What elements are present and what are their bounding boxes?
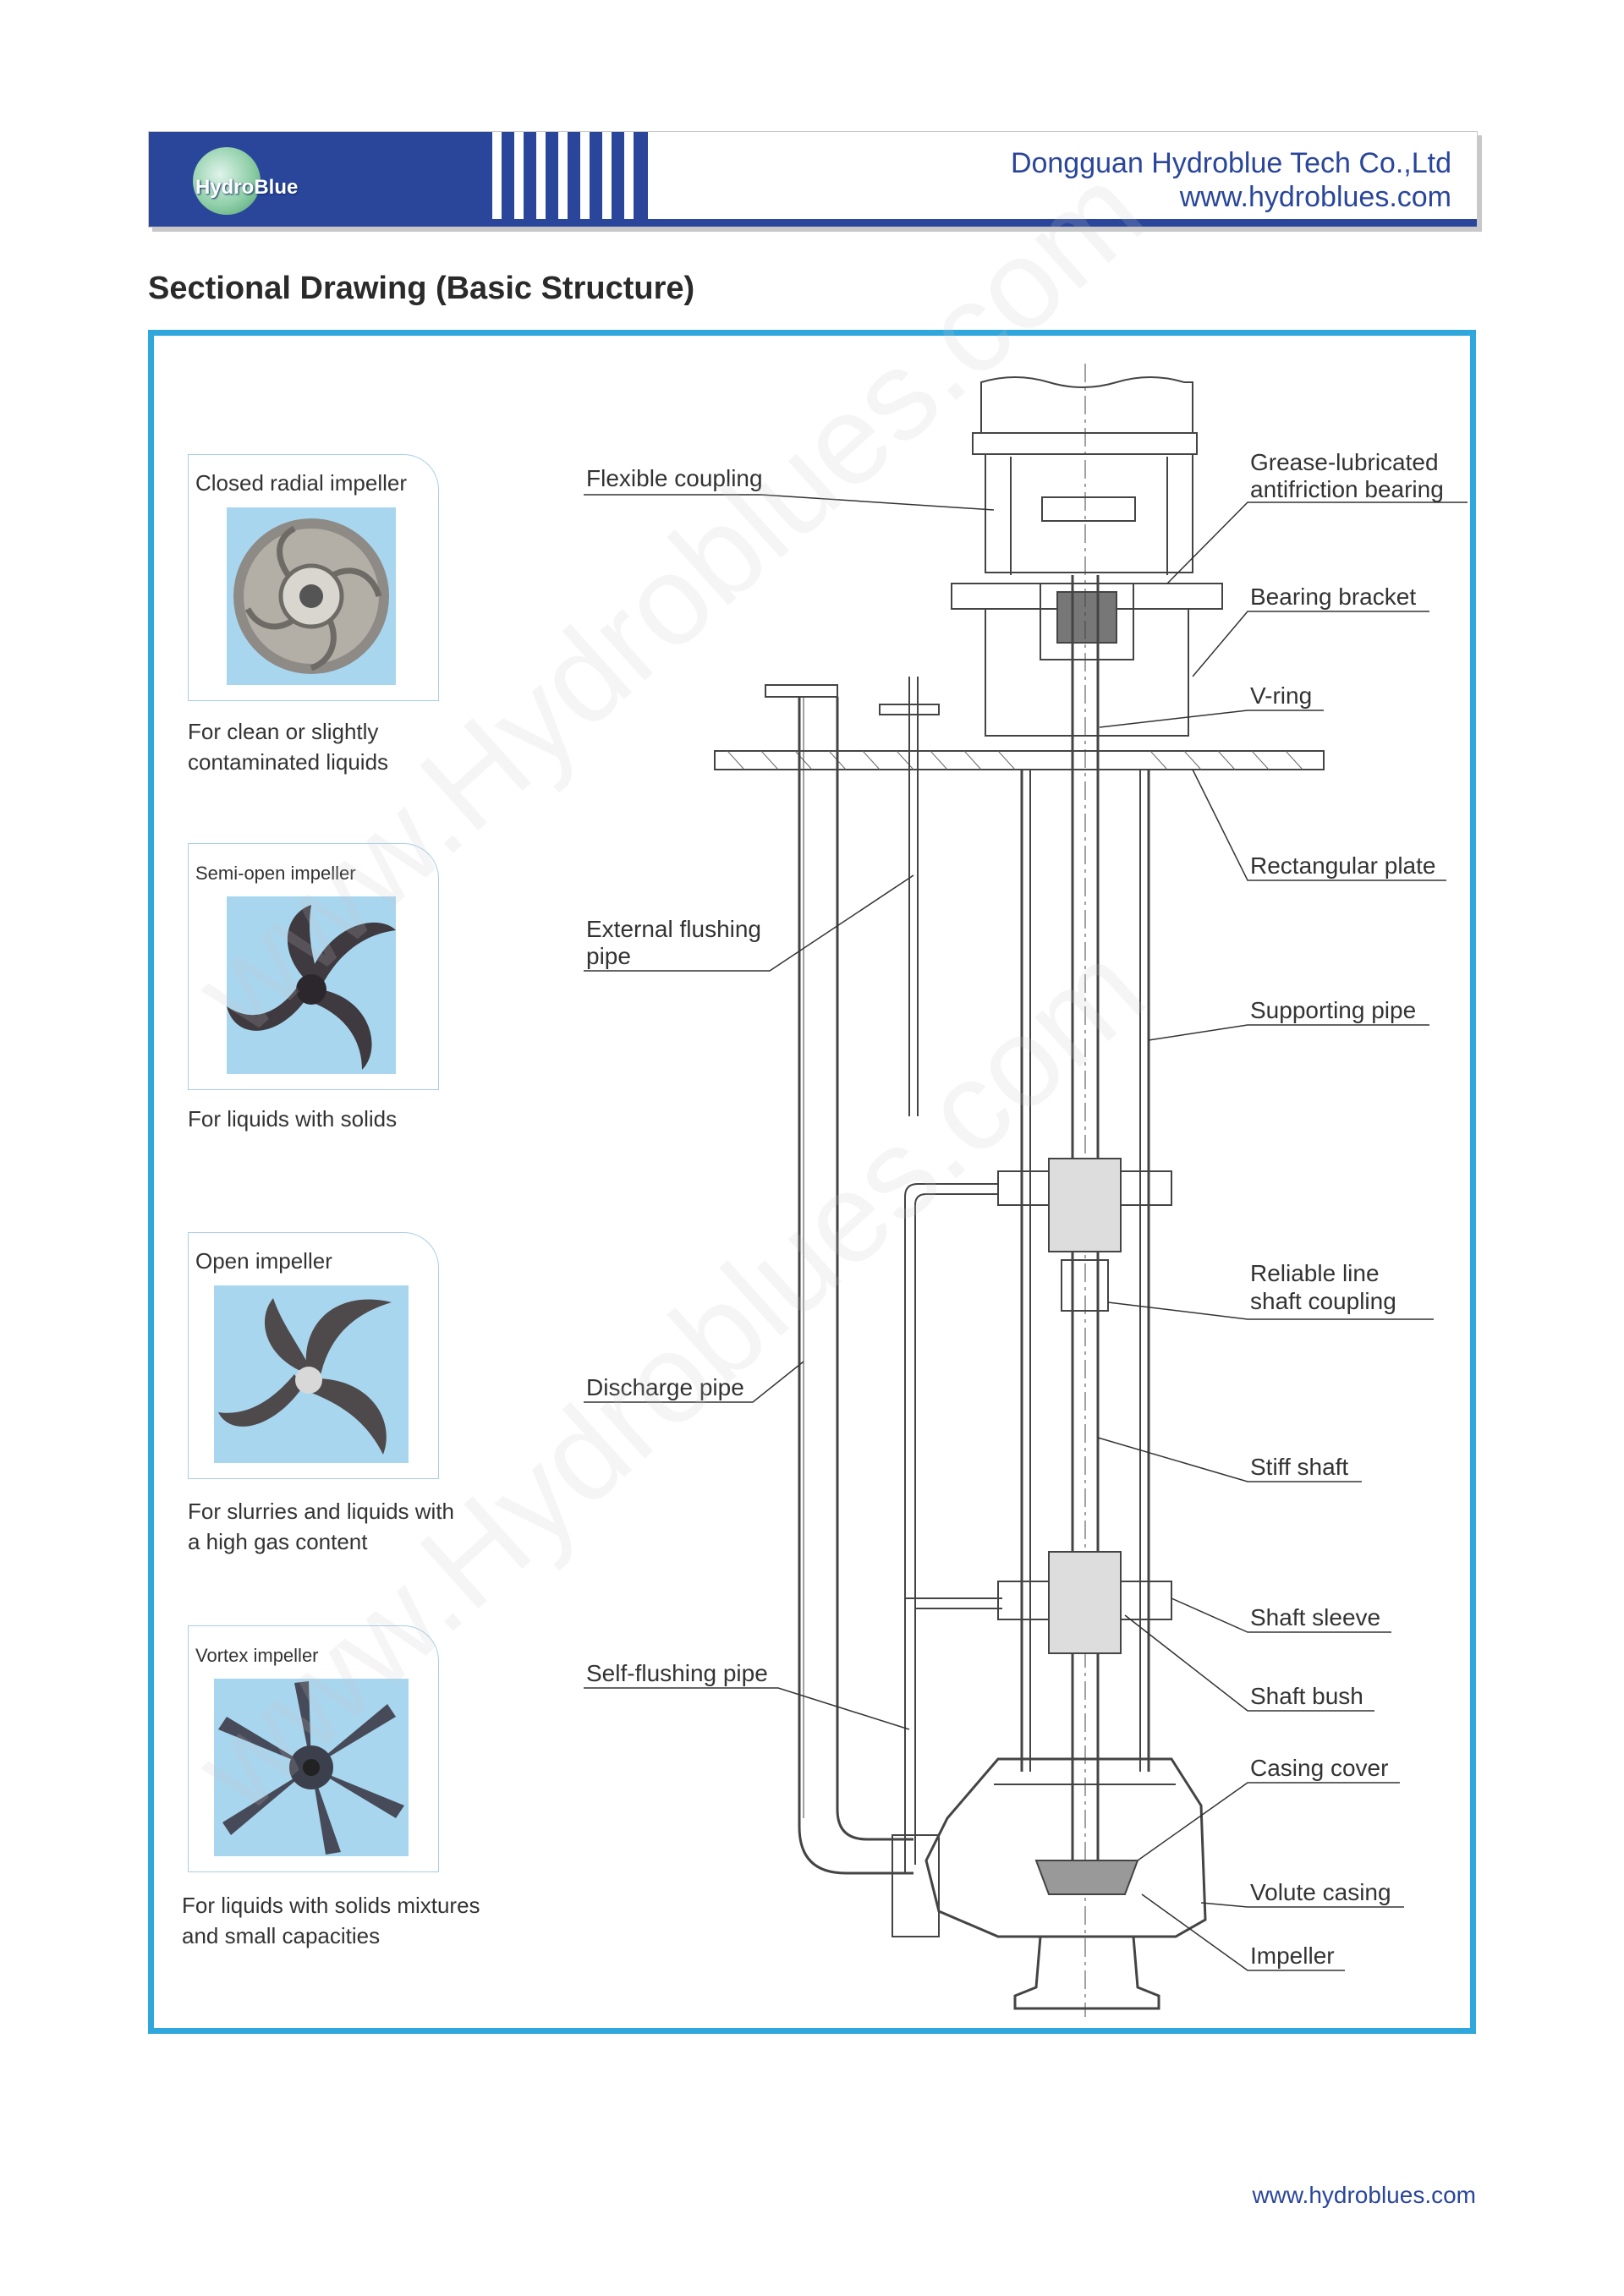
- callout-flexible-coupling: Flexible coupling: [586, 465, 763, 491]
- callout-line-shaft-1: Reliable line: [1250, 1260, 1380, 1286]
- impeller-card-vortex: Vortex impeller: [188, 1625, 439, 1872]
- header-bottom-bar: [149, 219, 1477, 227]
- rectangular-plate: [714, 750, 1325, 770]
- logo-globe-icon: [193, 147, 261, 215]
- impeller-card-open: Open impeller: [188, 1232, 439, 1479]
- impeller-label: Semi-open impeller: [195, 863, 356, 884]
- impeller-label: Open impeller: [195, 1248, 332, 1274]
- callout-discharge-pipe: Discharge pipe: [586, 1374, 744, 1400]
- callout-v-ring: V-ring: [1250, 682, 1312, 709]
- callout-supporting-pipe: Supporting pipe: [1250, 997, 1416, 1023]
- desc-line: and small capacities: [182, 1923, 381, 1948]
- desc-line: a high gas content: [188, 1529, 368, 1554]
- logo-text: HydroBlue: [195, 176, 299, 199]
- discharge-flange: [892, 1834, 940, 1937]
- callout-bearing-bracket: Bearing bracket: [1250, 584, 1416, 610]
- callout-stiff-shaft: Stiff shaft: [1250, 1454, 1348, 1480]
- impeller-desc-open: For slurries and liquids with a high gas…: [188, 1496, 454, 1557]
- callout-volute-casing: Volute casing: [1250, 1879, 1391, 1905]
- coupling-housing: [985, 453, 1193, 573]
- impeller-label: Vortex impeller: [195, 1645, 319, 1666]
- semi-open-impeller-photo: [227, 896, 396, 1074]
- open-impeller-photo: [214, 1285, 409, 1463]
- section-title: Sectional Drawing (Basic Structure): [148, 271, 695, 306]
- header-banner: HydroBlue Dongguan Hydroblue Tech Co.,Lt…: [148, 131, 1478, 227]
- volute-casing-shape: [924, 1757, 1207, 1938]
- company-url[interactable]: www.hydroblues.com: [1179, 181, 1451, 213]
- impeller-card-closed: Closed radial impeller: [188, 454, 439, 701]
- callout-external-flushing-1: External flushing: [586, 916, 761, 942]
- impeller-desc-vortex: For liquids with solids mixtures and sma…: [182, 1890, 480, 1951]
- flexible-coupling-shape: [1041, 496, 1136, 522]
- callout-self-flushing: Self-flushing pipe: [586, 1660, 768, 1686]
- impeller-desc-closed: For clean or slightly contaminated liqui…: [188, 716, 388, 777]
- desc-line: For liquids with solids: [188, 1106, 398, 1132]
- callout-rectangular-plate: Rectangular plate: [1250, 852, 1435, 879]
- desc-line: For liquids with solids mixtures: [182, 1893, 480, 1918]
- drawing-frame: Closed radial impeller For clean or slig…: [148, 330, 1476, 2034]
- suction-nozzle: [1013, 1936, 1160, 2010]
- company-name: Dongguan Hydroblue Tech Co.,Ltd: [1010, 147, 1451, 179]
- impeller-label: Closed radial impeller: [195, 470, 407, 496]
- desc-line: For clean or slightly: [188, 719, 379, 744]
- callout-impeller: Impeller: [1250, 1943, 1335, 1969]
- header-logo-panel: HydroBlue: [149, 132, 648, 225]
- impeller-shape: [1034, 1860, 1139, 1895]
- impeller-card-semi-open: Semi-open impeller: [188, 843, 439, 1090]
- impeller-desc-semi-open: For liquids with solids: [188, 1104, 397, 1134]
- callout-grease-bearing-2: antifriction bearing: [1250, 476, 1444, 502]
- callout-grease-bearing-1: Grease-lubricated: [1250, 449, 1439, 475]
- callout-shaft-sleeve: Shaft sleeve: [1250, 1604, 1380, 1630]
- closed-impeller-photo: [227, 507, 396, 685]
- bearing-housing: [1040, 583, 1134, 660]
- callout-line-shaft-2: shaft coupling: [1250, 1288, 1396, 1314]
- desc-line: contaminated liquids: [188, 749, 389, 775]
- vortex-impeller-photo: [214, 1679, 409, 1856]
- line-shaft-coupling-shape: [1061, 1259, 1109, 1312]
- footer-url[interactable]: www.hydroblues.com: [1252, 2182, 1476, 2208]
- stripes-decoration: [492, 132, 634, 225]
- callout-casing-cover: Casing cover: [1250, 1755, 1388, 1781]
- callout-shaft-bush: Shaft bush: [1250, 1683, 1363, 1709]
- motor-outline: [980, 376, 1193, 434]
- desc-line: For slurries and liquids with: [188, 1499, 455, 1524]
- callout-external-flushing-2: pipe: [586, 943, 631, 969]
